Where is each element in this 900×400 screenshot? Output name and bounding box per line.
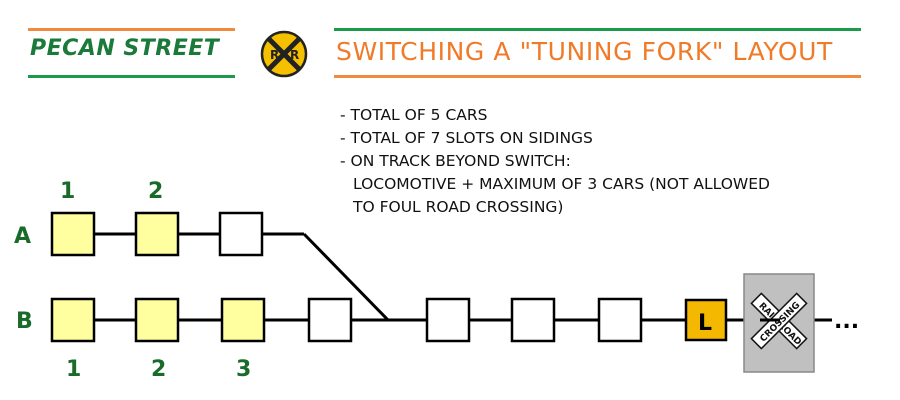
- note-item: - TOTAL OF 7 SLOTS ON SIDINGS: [340, 129, 593, 147]
- header-rule-bottom-right: [334, 75, 861, 78]
- brand-title: PECAN STREET: [30, 36, 220, 61]
- header-rule-top-right: [334, 28, 861, 31]
- switch-diverging-track: [302, 232, 390, 322]
- sign-letter-right: R: [290, 48, 299, 62]
- siding-b-car-slot-filled: [220, 297, 266, 343]
- note-item: - TOTAL OF 5 CARS: [340, 106, 488, 124]
- siding-a-car-number: 1: [60, 179, 75, 204]
- main-slot-empty: [510, 297, 556, 343]
- siding-b-car-number: 3: [236, 357, 251, 382]
- siding-a-car-slot-filled: [134, 211, 180, 257]
- notes-list: - TOTAL OF 5 CARS - TOTAL OF 7 SLOTS ON …: [340, 104, 770, 219]
- siding-b-slot-empty: [307, 297, 353, 343]
- note-item: - ON TRACK BEYOND SWITCH:: [340, 152, 571, 170]
- siding-a-car-number: 2: [148, 179, 163, 204]
- track-continuation: ...: [834, 309, 859, 334]
- siding-a-label: A: [14, 224, 31, 249]
- note-item: LOCOMOTIVE + MAXIMUM OF 3 CARS (NOT ALLO…: [353, 175, 770, 193]
- main-slot-empty: [425, 297, 471, 343]
- header-rule-bottom-left: [28, 75, 235, 78]
- main-slot-empty: [597, 297, 643, 343]
- siding-b-car-slot-filled: [50, 297, 96, 343]
- header-rule-top-left: [28, 28, 235, 31]
- sign-letter-left: R: [270, 48, 279, 62]
- siding-b-car-number: 2: [151, 357, 166, 382]
- siding-b-car-number: 1: [66, 357, 81, 382]
- siding-b-label: B: [16, 309, 33, 334]
- siding-b-car-slot-filled: [134, 297, 180, 343]
- railroad-crossing-sign-icon: R R: [260, 30, 308, 78]
- locomotive-slot: [684, 298, 728, 342]
- page-title: SWITCHING A "TUNING FORK" LAYOUT: [336, 37, 833, 66]
- locomotive-label: L: [698, 311, 712, 336]
- note-item: TO FOUL ROAD CROSSING): [353, 198, 564, 216]
- siding-a-slot-empty: [218, 211, 264, 257]
- siding-a-car-slot-filled: [50, 211, 96, 257]
